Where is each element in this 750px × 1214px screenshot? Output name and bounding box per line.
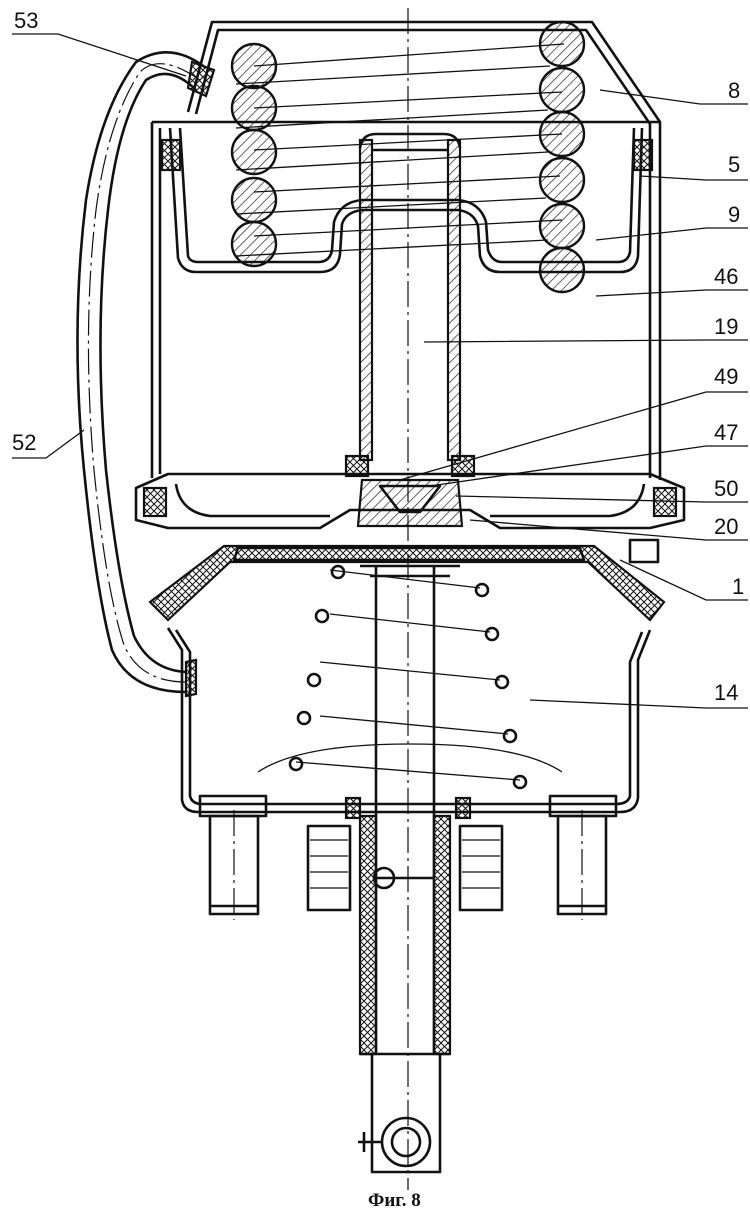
label-20: 20 (714, 514, 738, 539)
diaphragm (148, 544, 666, 622)
label-49: 49 (714, 364, 738, 389)
push-tube (344, 132, 476, 478)
label-47: 47 (714, 420, 738, 445)
label-9: 9 (728, 202, 740, 227)
piston-cup (160, 127, 654, 274)
figure-caption: Фиг. 8 (368, 1190, 421, 1211)
label-14: 14 (714, 680, 738, 705)
mounting-stud-right (548, 794, 618, 916)
intermediate-flange (134, 472, 686, 564)
label-46: 46 (714, 264, 738, 289)
label-52: 52 (12, 430, 36, 455)
reference-labels: 53 8 5 9 46 19 49 47 52 50 20 1 14 (12, 8, 744, 705)
mounting-stud-left (198, 794, 268, 916)
label-53: 53 (14, 8, 38, 33)
label-1: 1 (732, 574, 744, 599)
service-chamber-housing (166, 627, 652, 814)
return-spring (288, 564, 528, 790)
leader-lines (12, 33, 748, 709)
label-50: 50 (714, 476, 738, 501)
label-5: 5 (728, 152, 740, 177)
label-8: 8 (728, 78, 740, 103)
label-19: 19 (714, 314, 738, 339)
air-hose (76, 51, 216, 698)
push-rod-assembly (306, 564, 504, 1174)
